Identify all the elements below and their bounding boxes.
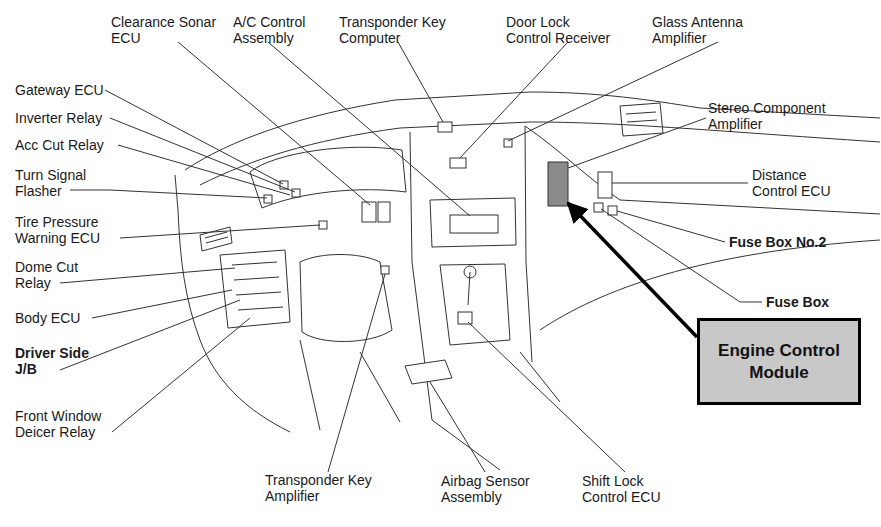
leader-line <box>328 274 385 472</box>
key-amplifier <box>381 266 389 274</box>
shift-lever <box>464 266 476 305</box>
part-label: Tire Pressure Warning ECU <box>15 214 115 246</box>
shift-lock-ecu <box>458 312 472 324</box>
leader-line <box>105 90 283 184</box>
leader-line <box>118 145 290 195</box>
leader-line <box>60 268 235 283</box>
leader-line <box>612 183 748 184</box>
leader-line <box>112 318 250 432</box>
part-label: Body ECU <box>15 310 125 326</box>
leader-line <box>70 190 267 198</box>
engine-module-part <box>548 162 568 206</box>
leader-line <box>398 42 443 122</box>
part-label: Airbag Sensor Assembly <box>441 473 541 505</box>
part-label: Front Window Deicer Relay <box>15 408 115 440</box>
part-label: Transponder Key Amplifier <box>265 472 380 504</box>
cluster-hood <box>250 147 406 208</box>
sonar-ecu <box>362 202 376 222</box>
part-label: Stereo Component Amplifier <box>708 100 838 132</box>
ac-control <box>450 215 498 233</box>
floor-lines <box>300 340 560 430</box>
leader-line <box>568 118 706 168</box>
airbag-sensor <box>405 360 452 384</box>
fuse-box <box>594 203 603 212</box>
right-vent <box>620 103 663 136</box>
part-label: Clearance Sonar ECU <box>111 14 223 46</box>
flasher <box>264 195 272 203</box>
part-label: Glass Antenna Amplifier <box>652 14 752 46</box>
leader-line <box>110 118 295 192</box>
part-label: Inverter Relay <box>15 110 125 126</box>
part-label: Transponder Key Computer <box>339 14 454 46</box>
dash-left-edge <box>175 175 290 432</box>
pointer-arrow <box>568 203 697 337</box>
junction-block <box>220 250 290 328</box>
part-label: A/C Control Assembly <box>233 14 323 46</box>
part-label: Driver Side J/B <box>15 345 103 377</box>
fuse-box-2 <box>608 206 617 215</box>
key-computer <box>438 122 452 132</box>
inverter-relay <box>292 189 300 197</box>
leader-line <box>120 225 320 238</box>
door-lock-receiver <box>450 158 466 168</box>
tpws-ecu <box>319 221 327 229</box>
audio-panel <box>430 198 516 247</box>
leader-line <box>268 42 470 216</box>
part-label: Acc Cut Relay <box>15 137 125 153</box>
console <box>440 264 510 345</box>
part-label: Dome Cut Relay <box>15 259 90 291</box>
callout-text: Engine Control Module <box>700 340 858 384</box>
leader-line <box>178 42 370 205</box>
leader-line <box>430 382 485 472</box>
part-label: Distance Control ECU <box>752 167 837 199</box>
part-label: Fuse Box No.2 <box>729 234 859 250</box>
leader-line <box>460 42 568 158</box>
leader-line <box>617 211 725 242</box>
part-label: Door Lock Control Receiver <box>506 14 614 46</box>
part-label: Gateway ECU <box>15 82 125 98</box>
part-label: Fuse Box <box>766 294 866 310</box>
center-stack <box>410 126 532 470</box>
callout-box: Engine Control Module <box>697 318 861 405</box>
part-label: Turn Signal Flasher <box>15 167 105 199</box>
dash-right <box>525 126 880 330</box>
sonar-ecu <box>378 202 390 222</box>
part-label: Shift Lock Control ECU <box>582 473 667 505</box>
leader-line <box>508 42 718 141</box>
distance-ecu <box>598 172 612 198</box>
leader-line <box>92 290 232 318</box>
leader-line <box>601 209 762 302</box>
dashboard-outline <box>175 92 880 470</box>
leader-line <box>468 322 625 472</box>
components <box>264 122 617 384</box>
